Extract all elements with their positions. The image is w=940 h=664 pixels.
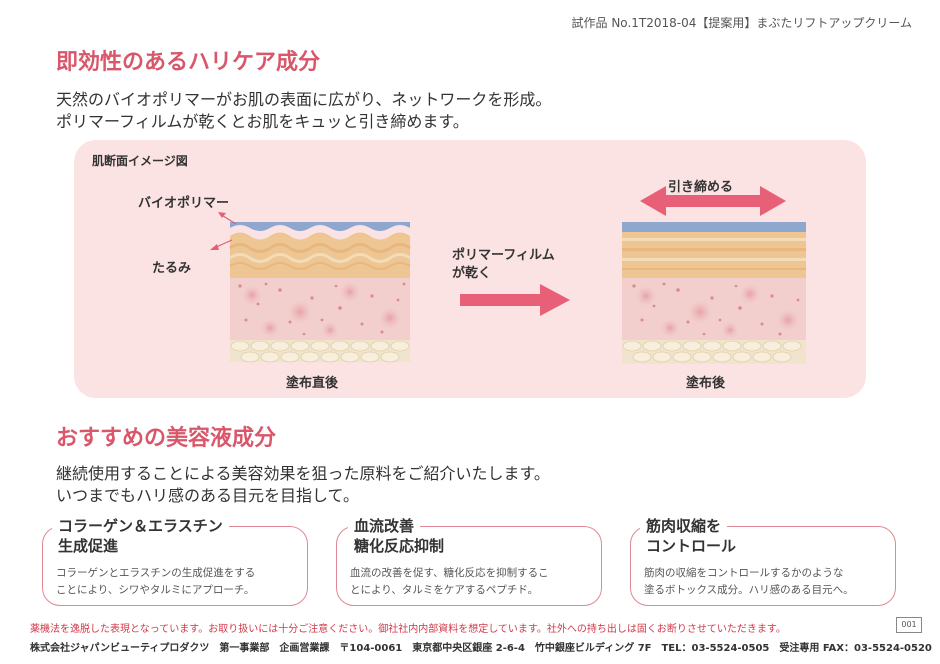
section1-line-2: ポリマーフィルムが乾くとお肌をキュッと引き締めます。 bbox=[56, 112, 469, 131]
section1-line-1: 天然のバイオポリマーがお肌の表面に広がり、ネットワークを形成。 bbox=[56, 90, 552, 109]
document-header-note: 試作品 No.1T2018-04【提案用】まぶたリフトアップクリーム bbox=[571, 16, 912, 30]
skin-before-illustration bbox=[210, 212, 411, 363]
section2-line-1: 継続使用することによる美容効果を狙った原料をご紹介いたします。 bbox=[56, 464, 550, 483]
label-tighten: 引き締める bbox=[668, 180, 734, 195]
section1-title: 即効性のあるハリケア成分 bbox=[56, 50, 321, 75]
section2-title: おすすめの美容液成分 bbox=[56, 426, 277, 451]
caption-before: 塗布直後 bbox=[286, 376, 339, 391]
card2-body-line1: 血流の改善を促す、糖化反応を抑制するこ bbox=[350, 567, 549, 579]
diagram-title: 肌断面イメージ図 bbox=[92, 154, 188, 168]
label-polymer-film-line2: が乾く bbox=[452, 266, 492, 281]
card3-body-line2: 塗るボトックス成分。ハリ感のある目元へ。 bbox=[644, 584, 854, 596]
card2-title-line2: 糖化反応抑制 bbox=[348, 536, 451, 556]
company-footer: 株式会社ジャパンビューティプロダクツ 第一事業部 企画営業課 〒104-0061… bbox=[30, 643, 932, 654]
card1-title-line2: 生成促進 bbox=[52, 536, 125, 556]
double-arrow-icon bbox=[640, 186, 786, 216]
card3-title-line2: コントロール bbox=[640, 536, 743, 556]
legal-warning: 薬機法を逸脱した表現となっています。お取り扱いには十分ご注意ください。御社社内内… bbox=[30, 624, 786, 635]
card1-body-line1: コラーゲンとエラスチンの生成促進をする bbox=[56, 567, 256, 579]
card1-body-line2: ことにより、シワやタルミにアプローチ。 bbox=[56, 584, 255, 596]
card2-title-line1: 血流改善 bbox=[348, 516, 421, 536]
label-polymer-film-line1: ポリマーフィルム bbox=[452, 248, 555, 263]
card3-title-line1: 筋肉収縮を bbox=[640, 516, 728, 536]
right-arrow-icon bbox=[460, 284, 570, 316]
label-biopolymer: バイオポリマー bbox=[138, 196, 230, 211]
card2-body-line2: とにより、タルミをケアするペプチド。 bbox=[350, 584, 539, 596]
skin-after-illustration bbox=[622, 222, 806, 364]
card3-body-line1: 筋肉の収縮をコントロールするかのような bbox=[644, 567, 844, 579]
caption-after: 塗布後 bbox=[686, 376, 726, 391]
label-tarumi: たるみ bbox=[152, 261, 192, 276]
section2-line-2: いつまでもハリ感のある目元を目指して。 bbox=[56, 486, 360, 505]
card1-title-line1: コラーゲン＆エラスチン bbox=[52, 516, 229, 536]
page-number-badge: 001 bbox=[896, 617, 922, 633]
